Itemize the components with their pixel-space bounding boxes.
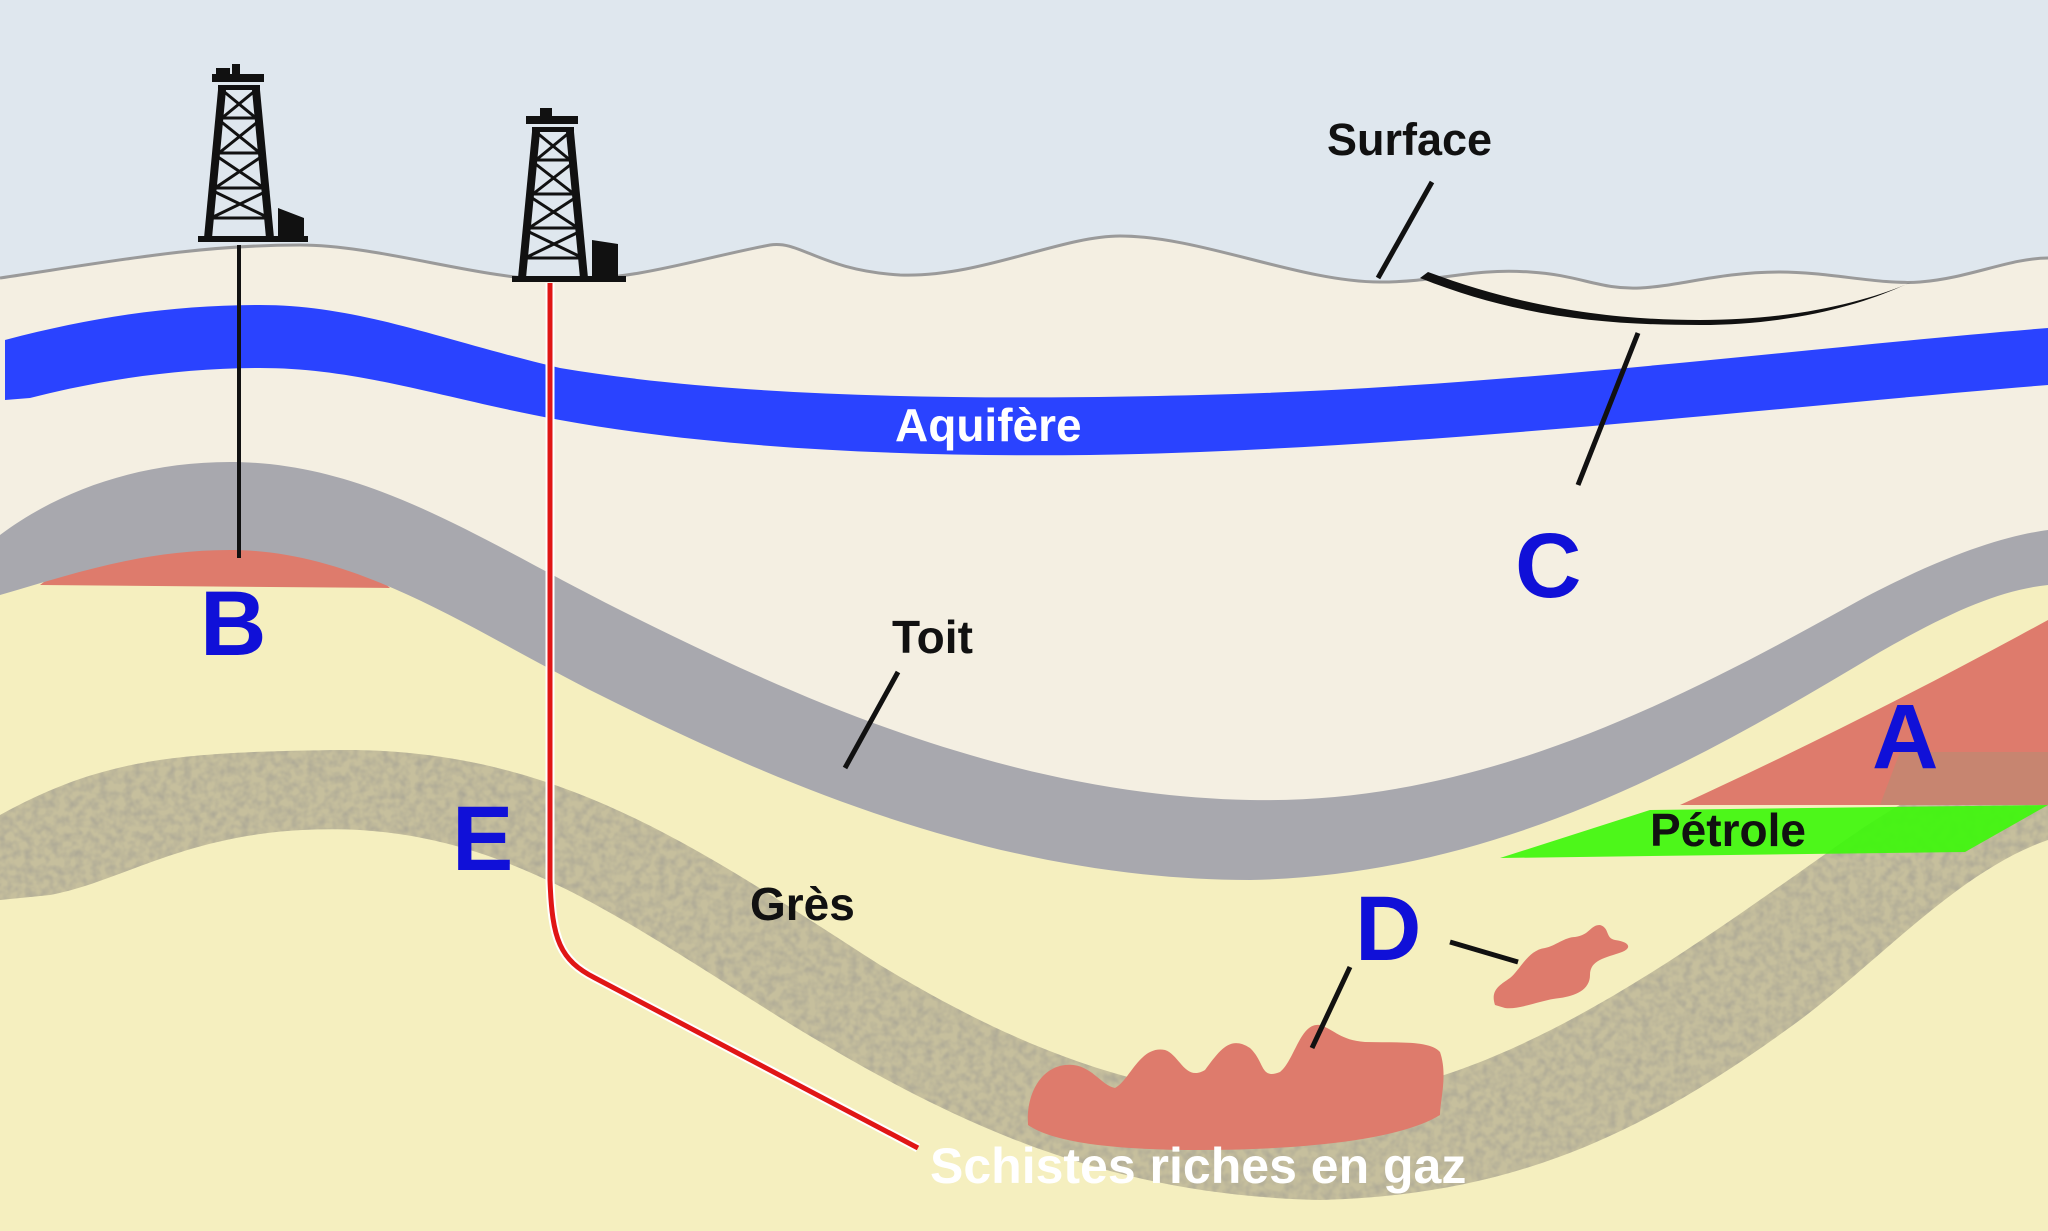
aquifer-band xyxy=(5,305,2048,456)
drilling-rig-icon xyxy=(512,108,626,282)
caprock-band xyxy=(0,462,2048,880)
caprock-label: Toit xyxy=(892,611,973,663)
marker-d: D xyxy=(1355,878,1421,980)
near-surface-deposit-c xyxy=(1420,272,1912,325)
surface-label: Surface xyxy=(1327,114,1492,165)
marker-a: A xyxy=(1872,686,1938,788)
marker-b: B xyxy=(200,573,266,675)
oil-zone xyxy=(1500,805,2048,858)
well-e-pipe xyxy=(547,283,920,1151)
sandstone-label: Grès xyxy=(750,878,855,930)
leader-lines xyxy=(842,180,1641,1050)
surface-line xyxy=(0,234,2048,290)
marker-c: C xyxy=(1515,515,1581,617)
gas-trap-a xyxy=(1680,620,2048,805)
drilling-rig-icon xyxy=(198,64,308,242)
shale-label: Schistes riches en gaz xyxy=(930,1138,1466,1194)
aquifer-label: Aquifère xyxy=(895,399,1082,451)
gas-pocket-d-large xyxy=(1027,1024,1444,1150)
oil-label: Pétrole xyxy=(1650,804,1806,856)
marker-e: E xyxy=(452,788,513,890)
gas-pocket-d-small xyxy=(1493,925,1629,1009)
